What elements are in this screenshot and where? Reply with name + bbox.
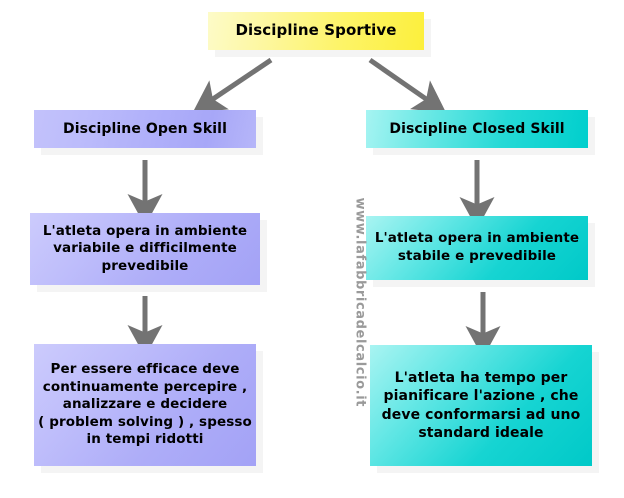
node-closed-skill-step-1[interactable]: L'atleta opera in ambiente stabile e pre…: [366, 216, 588, 280]
node-open-skill-step-1[interactable]: L'atleta opera in ambiente variabile e d…: [30, 213, 260, 285]
site-watermark: www.lafabbricadelcalcio.it: [352, 197, 368, 408]
arrow-title-to-closed-skill: [368, 57, 447, 113]
node-discipline-closed-skill[interactable]: Discipline Closed Skill: [366, 110, 588, 148]
node-open-skill-step-2[interactable]: Per essere efficace deve continuamente p…: [34, 344, 256, 466]
arrow-title-to-open-skill: [192, 57, 273, 113]
node-discipline-sportive[interactable]: Discipline Sportive: [208, 12, 424, 50]
node-closed-skill-step-2[interactable]: L'atleta ha tempo per pianificare l'azio…: [370, 345, 592, 466]
node-discipline-open-skill[interactable]: Discipline Open Skill: [34, 110, 256, 148]
